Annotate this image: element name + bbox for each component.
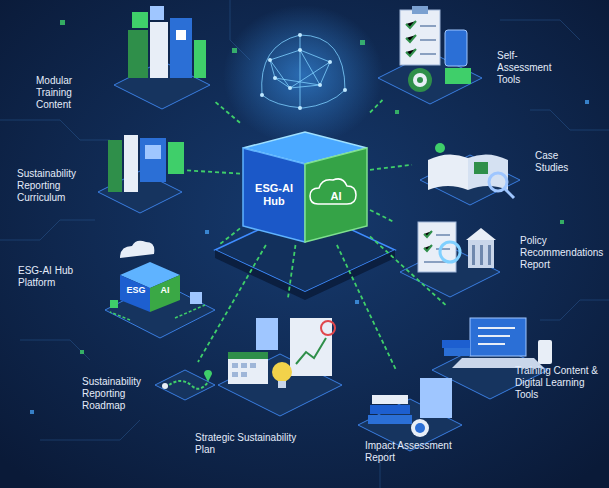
node-label: Policy Recommendations Report: [520, 235, 602, 271]
node-sublabel: AI: [151, 285, 179, 295]
node-label: Self-Assessment Tools: [497, 50, 569, 86]
module-platform: Training Content & Digital Learning Tool…: [430, 305, 555, 390]
module-platform: Sustainability Reporting Curriculum: [92, 120, 187, 215]
module-platform: Self-Assessment Tools: [370, 5, 490, 100]
dashed-connector: [198, 245, 266, 362]
node-sublabel: AI: [310, 190, 362, 203]
module-platform: Policy Recommendations Report: [395, 205, 505, 295]
dashed-connector: [370, 165, 412, 170]
node-label: Strategic Sustainability Plan: [195, 432, 310, 456]
module-platform: Case Studies: [412, 112, 527, 204]
dashed-connector: [337, 245, 396, 370]
dashed-connector: [288, 245, 296, 300]
dashed-connector: [370, 236, 446, 305]
node-label: Impact Assessment Report: [365, 440, 460, 464]
module-platform: Impact Assessment Report: [355, 370, 470, 440]
hub-cube: ESG-AI Hub AI: [240, 110, 370, 245]
node-label: Sustainability Reporting Roadmap: [82, 376, 154, 412]
dashed-connector: [187, 170, 240, 173]
node-label: Modular Training Content: [36, 75, 106, 111]
node-label: ESG-AI Hub: [246, 182, 302, 208]
node-sublabel: ESG: [121, 285, 151, 295]
node-label: Sustainability Reporting Curriculum: [17, 168, 91, 204]
dashed-connector: [215, 102, 240, 123]
node-label: ESG-AI Hub Platform: [18, 265, 90, 289]
node-label: Case Studies: [535, 150, 587, 174]
dashed-connector: [370, 210, 395, 223]
module-platform: ESG-AI Hub PlatformESGAI: [100, 245, 220, 337]
node-label: Training Content & Digital Learning Tool…: [515, 365, 607, 401]
hub-cube-shape: [240, 110, 370, 245]
module-platform: Sustainability Reporting Roadmap: [150, 362, 220, 407]
dashed-connector: [219, 228, 240, 245]
module-platform: Modular Training Content: [110, 10, 215, 105]
dashed-connector: [370, 100, 383, 113]
module-platform: Strategic Sustainability Plan: [210, 300, 350, 410]
